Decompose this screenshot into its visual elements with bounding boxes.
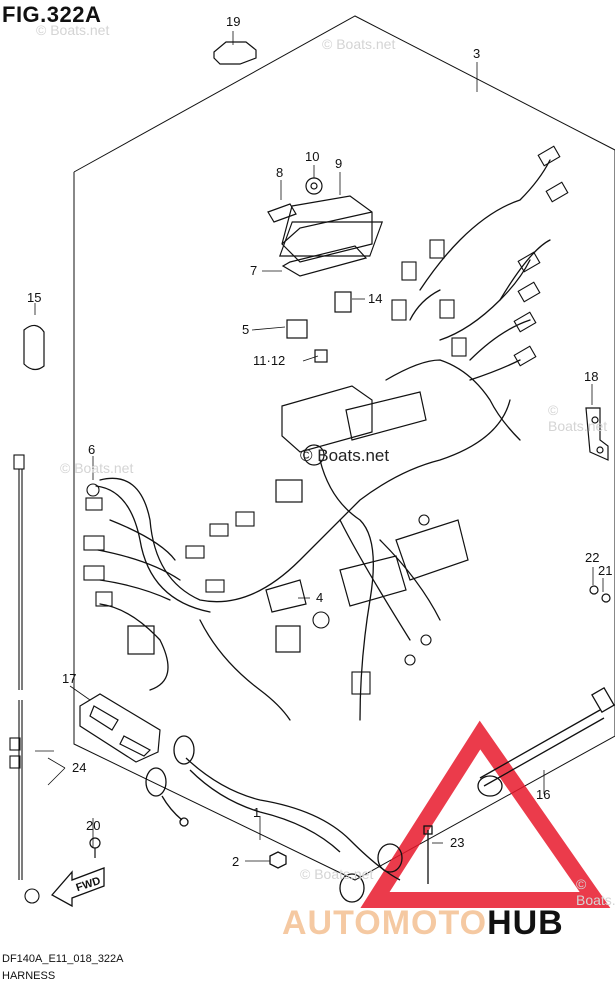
callout-13: 14 [368,291,383,306]
callout-3: 3 [473,46,481,61]
figure-code: DF140A_E11_018_322A [2,953,124,965]
brand-part1: AUTOMOTO [282,904,488,942]
callout-10: 10 [305,149,320,164]
watermark-center: © Boats.net [300,446,390,465]
callout-21: 22 [585,550,600,565]
watermark-small: © Boats.net [576,876,615,908]
watermark-small: © Boats.net [300,866,374,882]
leader-lines [34,31,604,862]
callout-8: 8 [276,165,284,180]
callout-4: 4 [316,590,324,605]
callout-22: 23 [450,835,465,850]
callout-14: 15 [27,290,42,305]
watermark-small: © Boats.net [322,36,396,52]
callout-2: 2 [232,854,240,869]
figure-name: HARNESS [2,970,56,982]
callout-23: 24 [72,760,87,775]
bracket-assembly [79,693,161,858]
brand-triangle-logo [360,720,611,908]
bracket-17 [585,407,611,603]
watermark-small: © Boats.net [60,460,134,476]
brand-logo-text: AUTOMOTOHUB [282,904,564,943]
fwd-arrow [50,867,105,908]
callout-7: 7 [250,263,258,278]
callout-15: 16 [536,787,551,802]
clip-part-14 [23,324,45,371]
callout-16: 17 [62,671,77,686]
callout-18: 19 [226,14,241,29]
connector-plugs [83,145,569,695]
callout-17: 18 [584,369,599,384]
lower-cable [145,735,433,903]
wire-harness [95,159,551,721]
callout-5: 5 [242,322,250,337]
brand-part2: HUB [487,904,564,942]
clamp-part-18 [213,41,257,65]
junction-block [127,385,469,655]
figure-title: FIG.322A [2,2,102,27]
callout-1: 1 [253,805,261,820]
callout-20: 21 [598,563,613,578]
cable-15 [477,686,615,797]
vertical-cable [9,454,40,904]
callout-6: 6 [88,442,96,457]
assembly-frame [73,15,615,881]
relay-box-assembly [267,177,384,277]
watermark-small: © Boats.net [36,22,110,38]
watermark-small: © Boats.net [548,402,608,434]
callout-19: 20 [86,818,101,833]
relay-parts [286,291,352,363]
callout-11-12: 11·12 [253,353,286,368]
callout-9: 9 [335,156,343,171]
